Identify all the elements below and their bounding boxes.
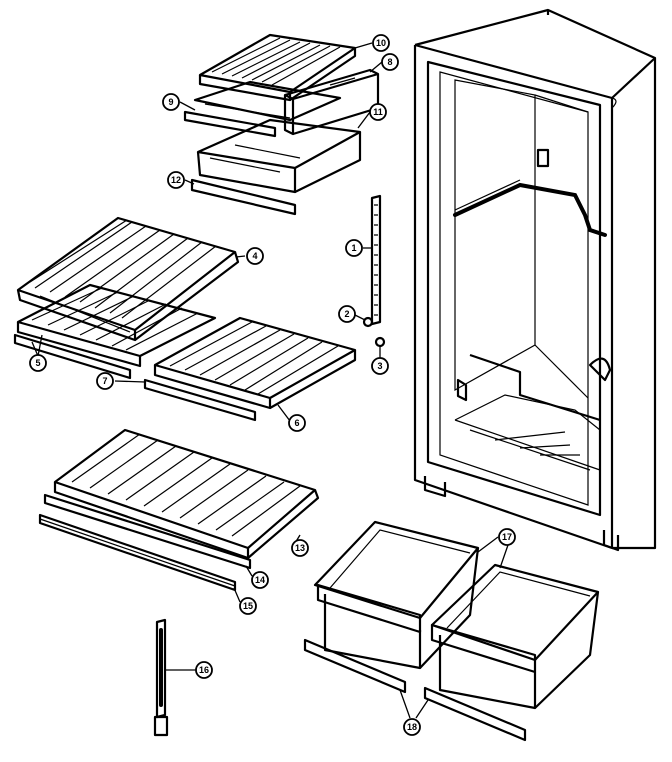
- callout-label: 6: [294, 418, 299, 428]
- part-18-crisper-rail-right: [423, 686, 527, 742]
- callout-5: 5: [29, 354, 47, 372]
- part-2-screw: [362, 316, 374, 328]
- callout-label: 4: [252, 251, 257, 261]
- part-15-shelf-trim: [38, 513, 237, 592]
- part-9-shelf-frame: [183, 80, 342, 138]
- callout-15: 15: [239, 597, 257, 615]
- part-17-crisper-drawer-left: [313, 520, 480, 670]
- callout-16: 16: [195, 661, 213, 679]
- callout-label: 9: [168, 97, 173, 107]
- part-14-shelf-front: [43, 493, 252, 570]
- callout-label: 2: [344, 309, 349, 319]
- callout-label: 16: [199, 665, 209, 675]
- callout-14: 14: [251, 571, 269, 589]
- part-13-bottom-shelf: [53, 428, 320, 560]
- callout-label: 5: [35, 358, 40, 368]
- callout-label: 12: [171, 175, 181, 185]
- refrigerator-cabinet: [413, 8, 657, 552]
- callout-7: 7: [96, 372, 114, 390]
- callout-12: 12: [167, 171, 185, 189]
- callout-11: 11: [369, 103, 387, 121]
- callout-8: 8: [381, 53, 399, 71]
- callout-label: 1: [351, 243, 356, 253]
- callout-label: 15: [243, 601, 253, 611]
- callout-label: 10: [376, 38, 386, 48]
- callout-18: 18: [403, 718, 421, 736]
- part-12-pan-front: [190, 178, 297, 216]
- callout-label: 7: [102, 376, 107, 386]
- part-18-crisper-rail-left: [303, 638, 407, 694]
- callout-label: 13: [295, 543, 305, 553]
- callout-label: 8: [387, 57, 392, 67]
- callout-9: 9: [162, 93, 180, 111]
- callout-label: 11: [373, 107, 383, 117]
- part-3-cap: [374, 336, 386, 348]
- part-5-lower-wire-shelf: [13, 283, 217, 380]
- part-6-crisper-shelf: [143, 316, 357, 422]
- callout-label: 17: [502, 532, 512, 542]
- part-4-wire-shelf: [16, 216, 240, 342]
- callout-17: 17: [498, 528, 516, 546]
- part-17-crisper-drawer-right: [430, 563, 600, 710]
- callout-2: 2: [338, 305, 356, 323]
- part-16-hinge-pin: [153, 618, 169, 737]
- callout-13: 13: [291, 539, 309, 557]
- callout-3: 3: [371, 357, 389, 375]
- part-1-shelf-ladder: [370, 194, 382, 326]
- callout-6: 6: [288, 414, 306, 432]
- callout-1: 1: [345, 239, 363, 257]
- callout-4: 4: [246, 247, 264, 265]
- callout-label: 18: [407, 722, 417, 732]
- callout-label: 14: [255, 575, 265, 585]
- callout-10: 10: [372, 34, 390, 52]
- part-11-meat-pan: [196, 118, 362, 194]
- callout-label: 3: [377, 361, 382, 371]
